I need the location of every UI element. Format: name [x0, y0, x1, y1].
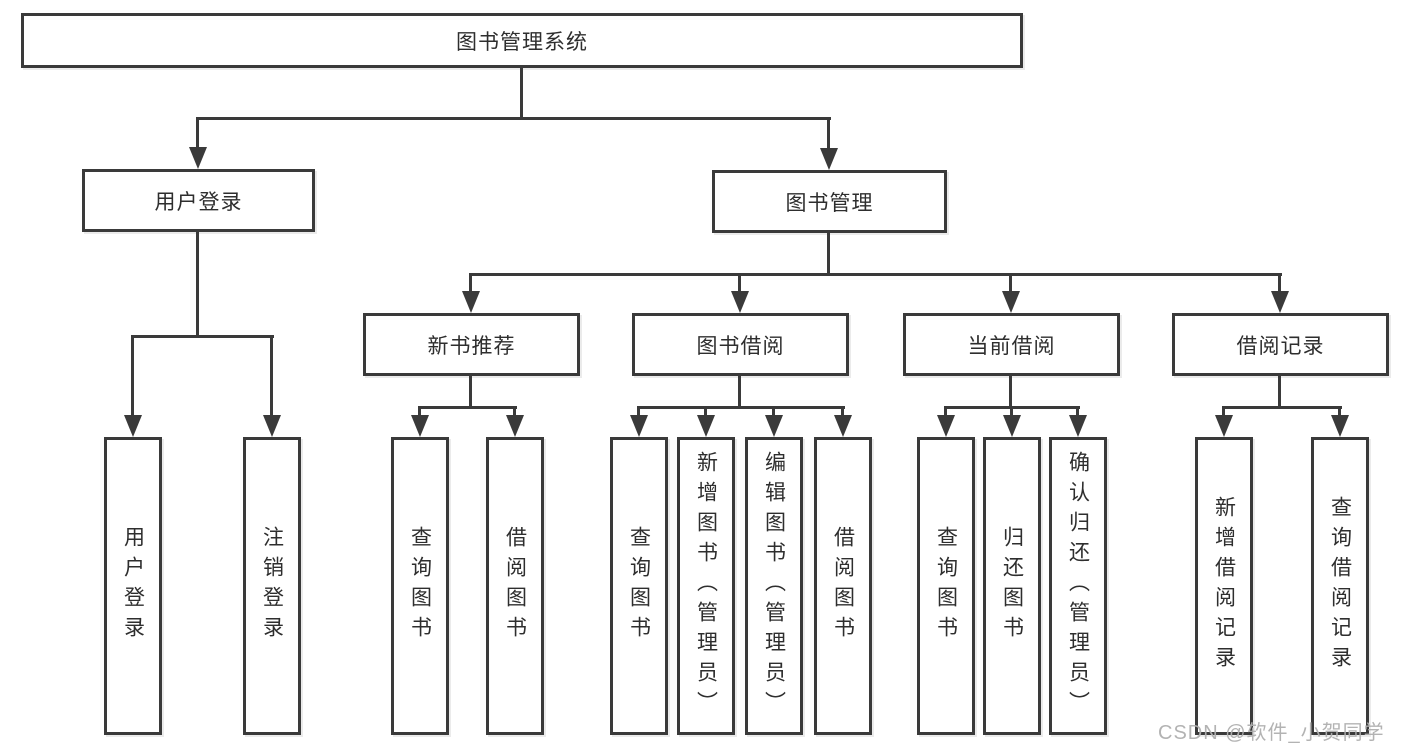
- connector-line: [738, 376, 741, 409]
- arrowhead-icon: [937, 415, 955, 437]
- arrowhead-icon: [189, 147, 207, 169]
- node-label: 查询借阅记录: [1328, 496, 1352, 676]
- node-label: 查询图书: [934, 526, 958, 646]
- node-logout-action: 注销登录: [243, 437, 301, 735]
- node-label: 查询图书: [408, 526, 432, 646]
- connector-line: [637, 406, 845, 409]
- node-new-book-recommend: 新书推荐: [363, 313, 580, 376]
- arrowhead-icon: [1331, 415, 1349, 437]
- arrowhead-icon: [731, 291, 749, 313]
- connector-line: [1009, 273, 1012, 294]
- arrowhead-icon: [411, 415, 429, 437]
- connector-line: [131, 335, 274, 338]
- node-edit-books-admin: 编辑图书（管理员）: [745, 437, 803, 735]
- csdn-watermark: CSDN @软件_小贺同学: [1158, 722, 1385, 744]
- node-book-borrowing: 图书借阅: [632, 313, 849, 376]
- connector-line: [827, 233, 830, 276]
- node-label: 确认归还（管理员）: [1066, 451, 1090, 721]
- arrowhead-icon: [834, 415, 852, 437]
- arrowhead-icon: [124, 415, 142, 437]
- node-label: 图书借阅: [696, 334, 785, 358]
- node-add-borrow-record: 新增借阅记录: [1195, 437, 1253, 735]
- node-current-borrowing: 当前借阅: [903, 313, 1120, 376]
- node-query-books-borrowing: 查询图书: [610, 437, 668, 735]
- arrowhead-icon: [506, 415, 524, 437]
- connector-line: [1076, 406, 1079, 417]
- arrowhead-icon: [263, 415, 281, 437]
- arrowhead-icon: [1069, 415, 1087, 437]
- node-label: 新书推荐: [427, 334, 516, 358]
- connector-line: [131, 335, 134, 418]
- connector-line: [1278, 273, 1281, 294]
- node-label: 图书管理: [785, 191, 874, 215]
- node-book-management: 图书管理: [712, 170, 947, 233]
- connector-line: [944, 406, 947, 417]
- node-library-system: 图书管理系统: [21, 13, 1023, 68]
- connector-line: [637, 406, 640, 417]
- node-query-borrow-record: 查询借阅记录: [1311, 437, 1369, 735]
- node-label: 借阅图书: [503, 526, 527, 646]
- node-borrow-books: 借阅图书: [814, 437, 872, 735]
- node-add-books-admin: 新增图书（管理员）: [677, 437, 735, 735]
- arrowhead-icon: [697, 415, 715, 437]
- connector-line: [196, 232, 199, 338]
- node-borrow-books-recommend: 借阅图书: [486, 437, 544, 735]
- node-return-books: 归还图书: [983, 437, 1041, 735]
- node-query-books-recommend: 查询图书: [391, 437, 449, 735]
- connector-line: [1010, 406, 1013, 417]
- connector-line: [772, 406, 775, 417]
- arrowhead-icon: [1215, 415, 1233, 437]
- connector-line: [1009, 376, 1012, 409]
- node-label: 借阅记录: [1236, 334, 1325, 358]
- node-query-books-current: 查询图书: [917, 437, 975, 735]
- node-borrowing-records: 借阅记录: [1172, 313, 1389, 376]
- connector-line: [418, 406, 421, 417]
- node-label: 当前借阅: [967, 334, 1056, 358]
- node-label: 用户登录: [121, 526, 145, 646]
- node-label: 归还图书: [1000, 526, 1024, 646]
- node-label: 新增借阅记录: [1212, 496, 1236, 676]
- arrowhead-icon: [630, 415, 648, 437]
- node-label: 用户登录: [154, 190, 243, 214]
- arrowhead-icon: [1002, 291, 1020, 313]
- connector-line: [704, 406, 707, 417]
- node-label: 图书管理系统: [456, 30, 588, 54]
- node-confirm-return-admin: 确认归还（管理员）: [1049, 437, 1107, 735]
- connector-line: [1278, 375, 1281, 409]
- connector-line: [513, 406, 516, 417]
- arrowhead-icon: [765, 415, 783, 437]
- connector-line: [196, 117, 199, 150]
- connector-line: [418, 406, 517, 409]
- node-user-login: 用户登录: [82, 169, 315, 232]
- connector-line: [196, 117, 831, 120]
- connector-line: [827, 117, 830, 151]
- connector-line: [1338, 406, 1341, 417]
- connector-line: [520, 68, 523, 118]
- connector-line: [1222, 406, 1342, 409]
- arrowhead-icon: [1271, 291, 1289, 313]
- node-label: 编辑图书（管理员）: [762, 451, 786, 721]
- node-label: 查询图书: [627, 526, 651, 646]
- connector-line: [469, 273, 1282, 276]
- arrowhead-icon: [1003, 415, 1021, 437]
- node-user-login-action: 用户登录: [104, 437, 162, 735]
- node-label: 新增图书（管理员）: [694, 451, 718, 721]
- arrowhead-icon: [820, 148, 838, 170]
- connector-line: [469, 273, 472, 294]
- connector-line: [469, 376, 472, 409]
- connector-line: [738, 273, 741, 294]
- node-label: 注销登录: [260, 526, 284, 646]
- connector-line: [841, 406, 844, 417]
- node-label: 借阅图书: [831, 526, 855, 646]
- arrowhead-icon: [462, 291, 480, 313]
- connector-line: [270, 335, 273, 418]
- connector-line: [1222, 406, 1225, 417]
